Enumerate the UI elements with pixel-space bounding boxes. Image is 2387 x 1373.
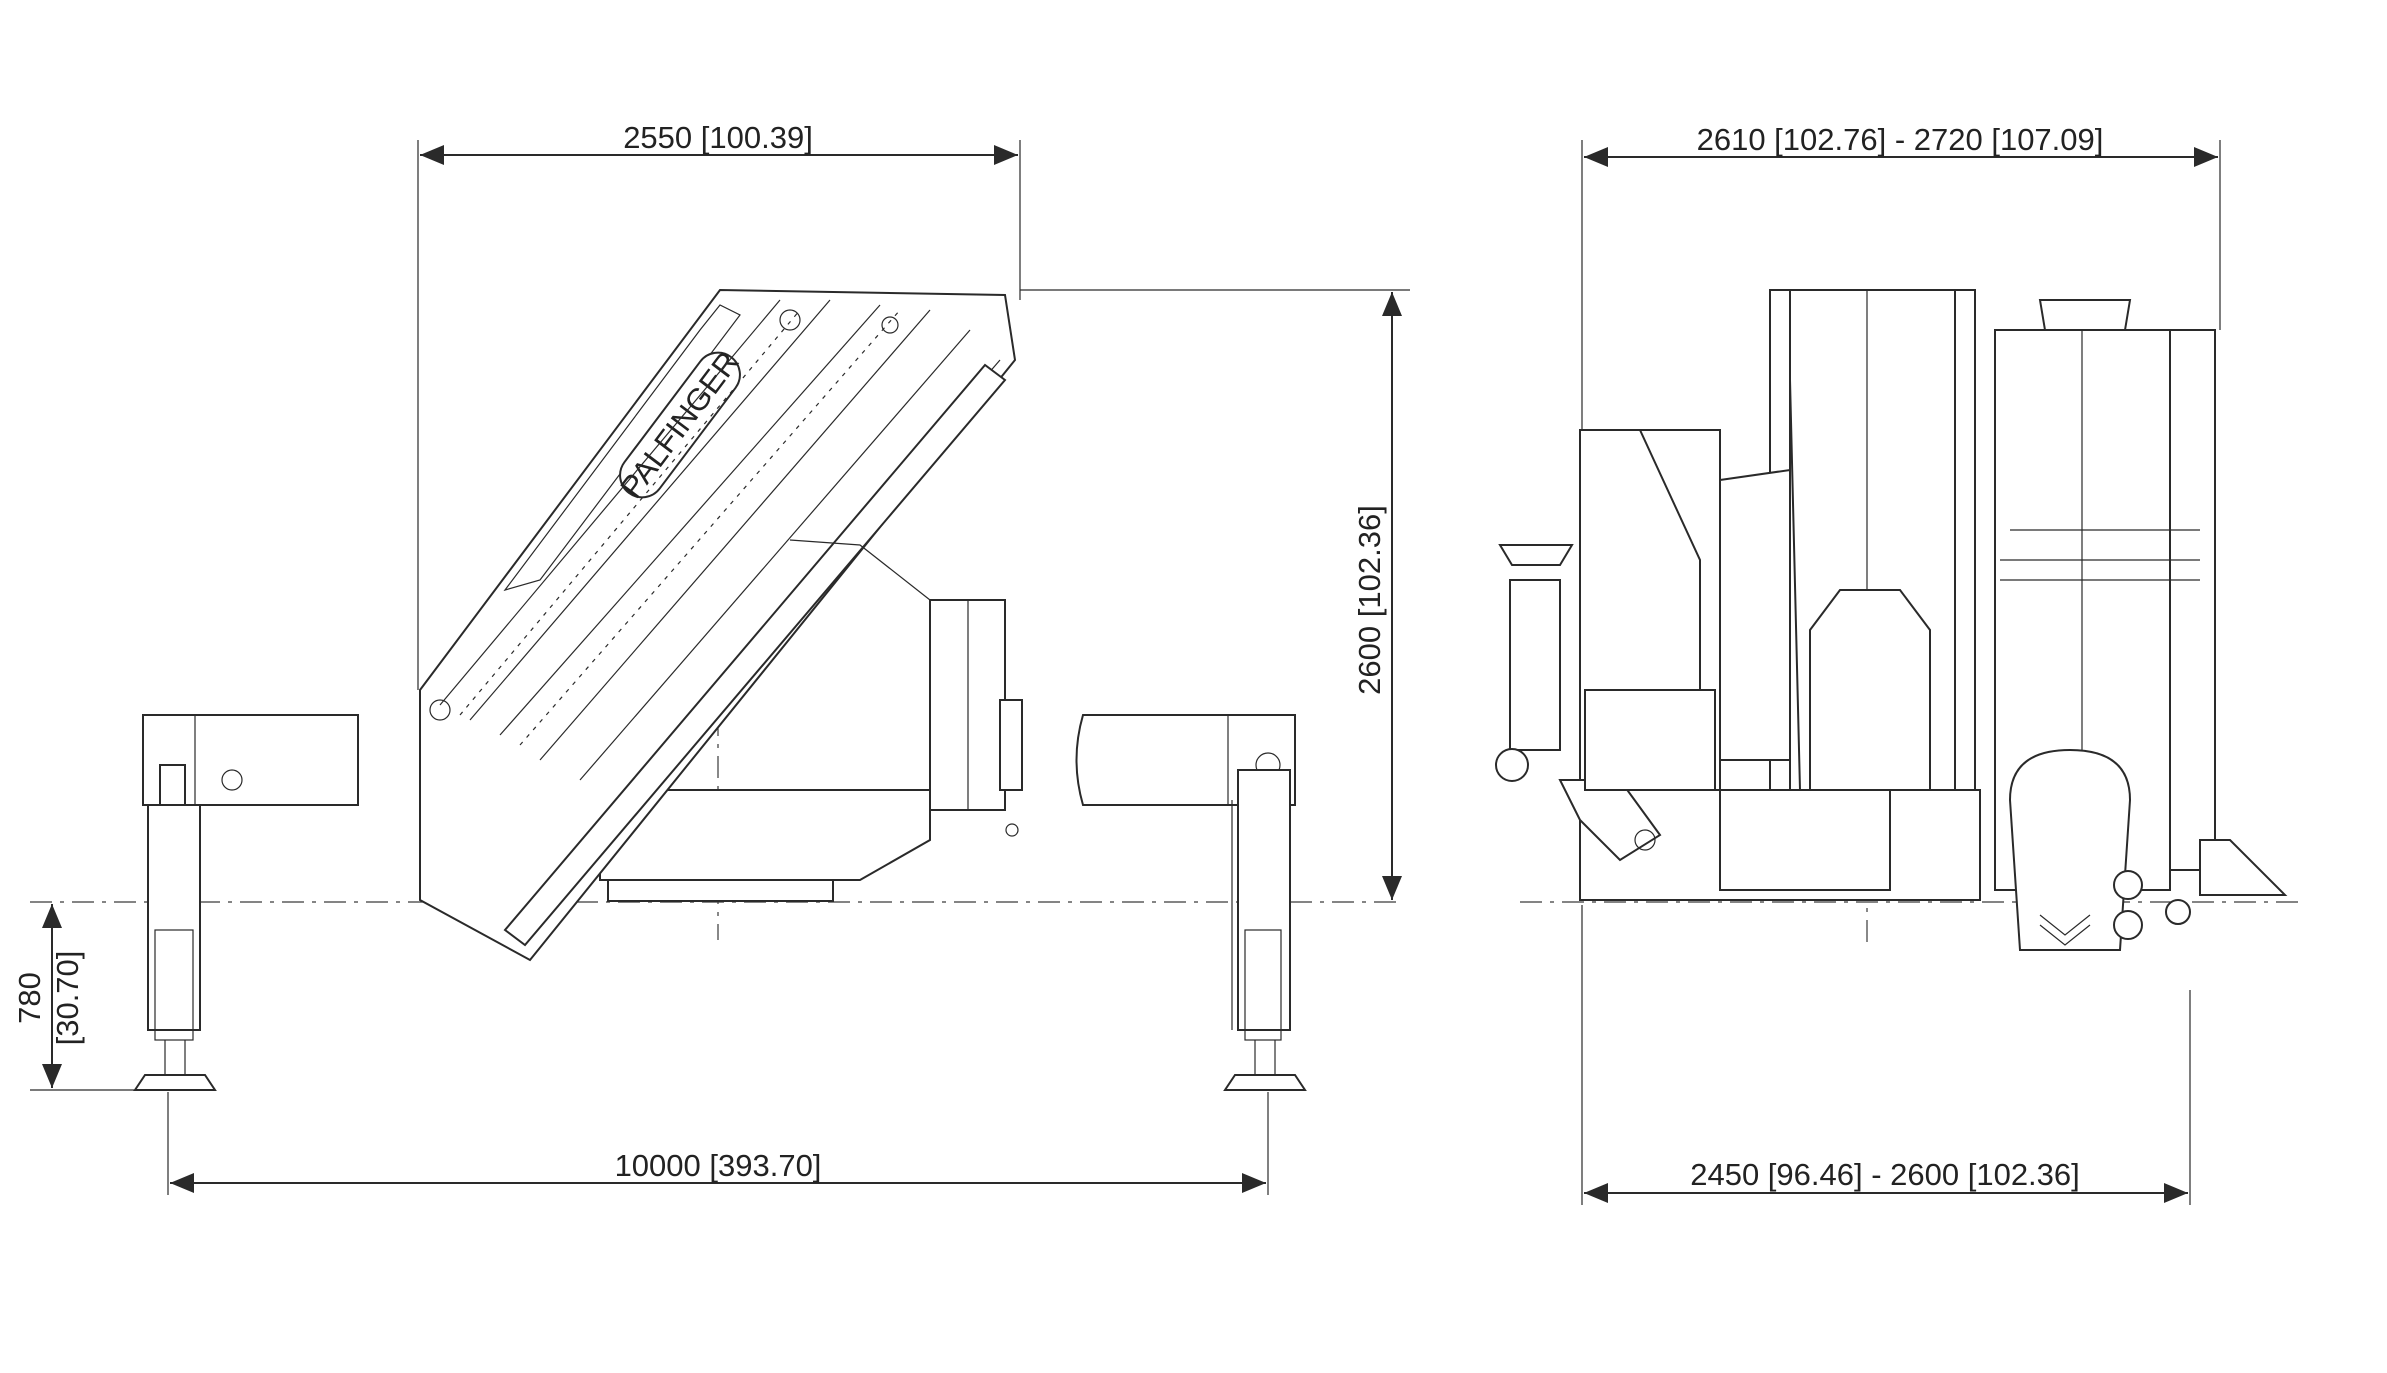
dim-outrigger-depth-in: [30.70] bbox=[50, 951, 85, 1046]
dim-base-width: 2450 [96.46] - 2600 [102.36] bbox=[1581, 905, 2191, 1205]
dim-side-width: 2550 [100.39] bbox=[417, 120, 1021, 690]
dim-outrigger-depth: 780 [30.70] bbox=[12, 904, 140, 1091]
valve-block bbox=[1584, 689, 1716, 791]
control-stand bbox=[1495, 544, 1662, 862]
dim-height-label: 2600 [102.36] bbox=[1352, 505, 1387, 695]
front-column-stack bbox=[1994, 299, 2288, 951]
dim-outrigger-span: 10000 [393.70] bbox=[167, 1092, 1269, 1195]
crane-base bbox=[599, 599, 1023, 902]
main-boom: PALFINGER bbox=[419, 288, 1017, 962]
left-outrigger bbox=[133, 714, 359, 1091]
dim-outrigger-depth-mm: 780 bbox=[12, 972, 47, 1024]
dim-base-width-label: 2450 [96.46] - 2600 [102.36] bbox=[1690, 1157, 2080, 1192]
dim-side-width-label: 2550 [100.39] bbox=[623, 120, 813, 155]
dim-front-width: 2610 [102.76] - 2720 [107.09] bbox=[1581, 122, 2221, 430]
dim-height: 2600 [102.36] bbox=[1020, 289, 1410, 900]
dim-front-width-label: 2610 [102.76] - 2720 [107.09] bbox=[1697, 122, 2104, 157]
front-boom bbox=[1719, 289, 1976, 791]
side-view: PALFINGER 2550 [100.39] bbox=[12, 120, 1410, 1195]
front-view: 2610 [102.76] - 2720 [107.09] 2450 [96.4… bbox=[1495, 122, 2300, 1205]
right-outrigger bbox=[1075, 714, 1307, 1091]
dim-outrigger-span-label: 10000 [393.70] bbox=[615, 1148, 822, 1183]
